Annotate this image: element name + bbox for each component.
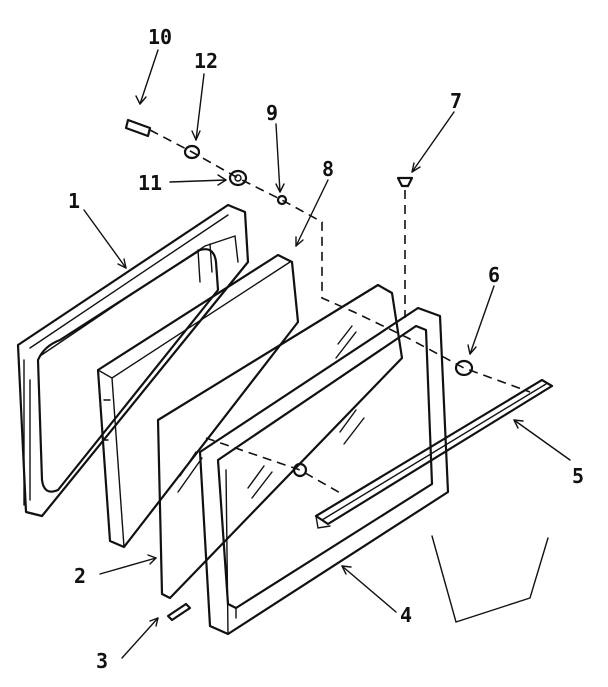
callout-label-11: 11 [138,171,162,195]
part-12-washer [183,144,201,160]
callout-label-2: 2 [74,564,86,588]
part-frame-bushing [292,462,308,478]
callout-label-7: 7 [450,89,462,113]
part-4-door-frame [198,306,450,636]
part-5-door-handle [314,378,554,529]
callout-label-8: 8 [322,157,334,181]
callout-label-6: 6 [488,263,500,287]
part-7-screw [396,176,414,188]
callout-labels: 1 2 3 4 5 6 7 8 9 10 11 12 [68,25,584,673]
callout-label-1: 1 [68,189,80,213]
part-10-spacer [124,118,152,138]
callout-label-3: 3 [96,649,108,673]
callout-label-12: 12 [194,49,218,73]
assembly-alignment-lines [149,129,549,623]
part-8-insulation-panel [96,253,300,549]
callout-leaders [83,49,571,659]
callout-label-9: 9 [266,101,278,125]
part-9-screw [276,194,288,206]
callout-label-4: 4 [400,603,412,627]
part-2-glass-pane [156,283,404,600]
callout-label-5: 5 [572,464,584,488]
part-11-grommet [228,169,248,187]
part-6-bumper [454,359,474,377]
part-3-pin [166,602,192,622]
callout-label-10: 10 [148,25,172,49]
part-1-inner-panel [16,203,250,518]
